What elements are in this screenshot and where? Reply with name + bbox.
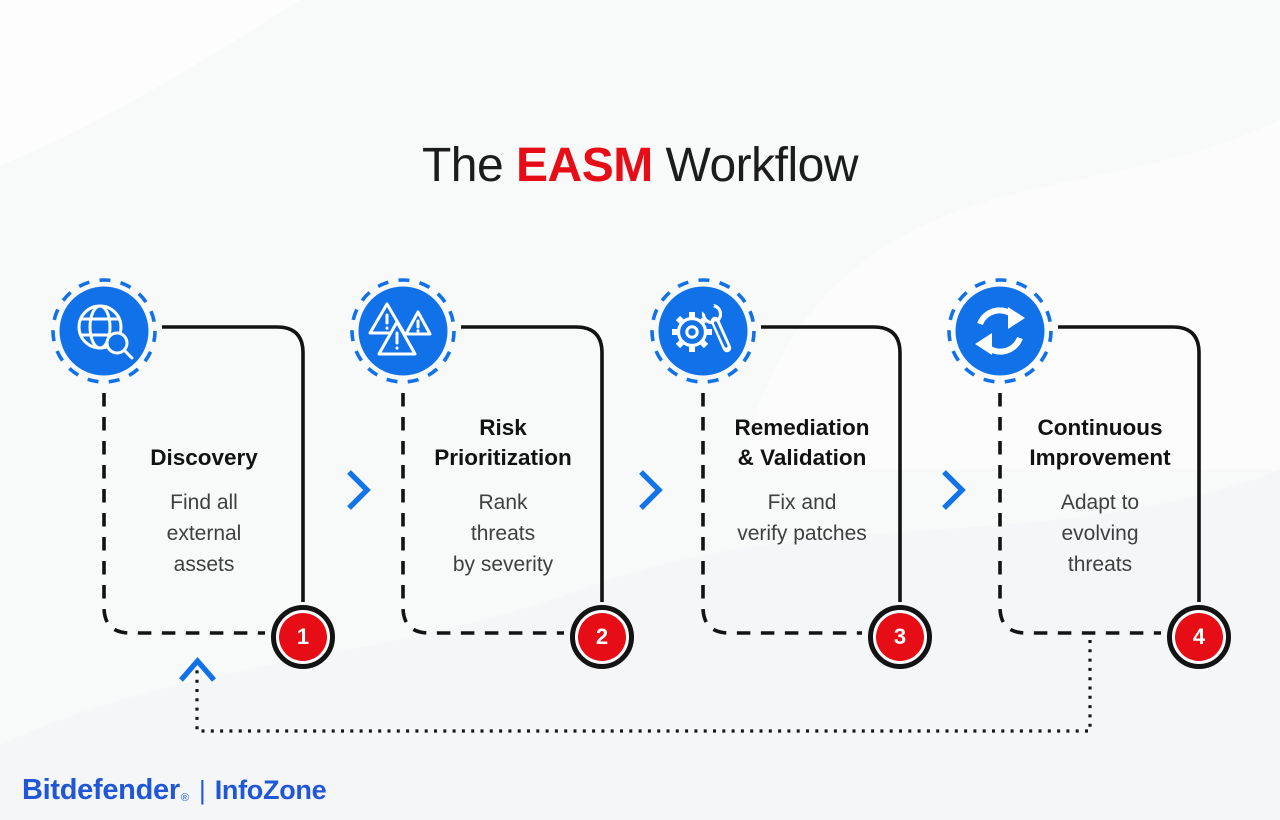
step-3-title: Remediation & Validation: [734, 415, 870, 470]
step-3-solid-connector: [761, 325, 902, 602]
title-highlight: EASM: [516, 139, 653, 192]
registered-mark: ®: [180, 792, 189, 804]
feedback-loop-dotted-line: [195, 640, 1092, 733]
icon-disc: [955, 286, 1045, 376]
step-1-solid-connector: [162, 325, 305, 602]
step-2-title: Risk Prioritization: [434, 415, 572, 470]
gear-wrench-icon: [650, 278, 756, 384]
icon-dashed-ring: [350, 278, 456, 384]
step-1-number-badge: 1: [271, 605, 335, 669]
warning-triangles-icon: [350, 278, 456, 384]
step-2-solid-connector: [461, 325, 604, 602]
step-4-title: Continuous Improvement: [1029, 415, 1171, 470]
title-prefix: The: [421, 139, 517, 192]
icon-dashed-ring: [947, 278, 1053, 384]
swoosh-bottom: [0, 470, 1280, 820]
icon-dashed-ring: [650, 278, 756, 384]
step-4-number: 4: [1175, 613, 1223, 661]
sync-arrows-icon: [947, 278, 1053, 384]
chevron-right-icon-2: [639, 470, 663, 510]
step-4-number-badge: 4: [1167, 605, 1231, 669]
globe-search-icon: [51, 278, 157, 384]
chevron-right-icon-3: [942, 470, 966, 510]
icon-disc: [658, 286, 748, 376]
step-3-subtitle: Fix and verify patches: [737, 491, 867, 545]
footer-logo: Bitdefender ® | InfoZone: [22, 774, 327, 810]
step-3-number: 3: [876, 613, 924, 661]
chevron-right-icon-1: [347, 470, 371, 510]
page-title: The EASM Workflow: [0, 138, 1280, 193]
step-4-subtitle: Adapt to evolving threats: [1060, 491, 1140, 576]
step-4-solid-connector: [1058, 325, 1201, 602]
feedback-loop-arrow-icon: [179, 657, 216, 682]
icon-disc: [59, 286, 149, 376]
step-2-number: 2: [578, 613, 626, 661]
infozone-wordmark: InfoZone: [214, 775, 327, 805]
step-2-subtitle: Rank threats by severity: [452, 491, 554, 576]
bitdefender-wordmark: Bitdefender: [22, 774, 180, 806]
step-1-subtitle: Find all external assets: [166, 491, 242, 576]
step-1-number: 1: [279, 613, 327, 661]
title-suffix: Workflow: [652, 139, 859, 192]
step-3-number-badge: 3: [868, 605, 932, 669]
swoosh-top-left: [0, 0, 300, 165]
step-1-title: Discovery: [150, 445, 258, 470]
icon-dashed-ring: [51, 278, 157, 384]
logo-divider: |: [198, 775, 206, 805]
step-2-number-badge: 2: [570, 605, 634, 669]
